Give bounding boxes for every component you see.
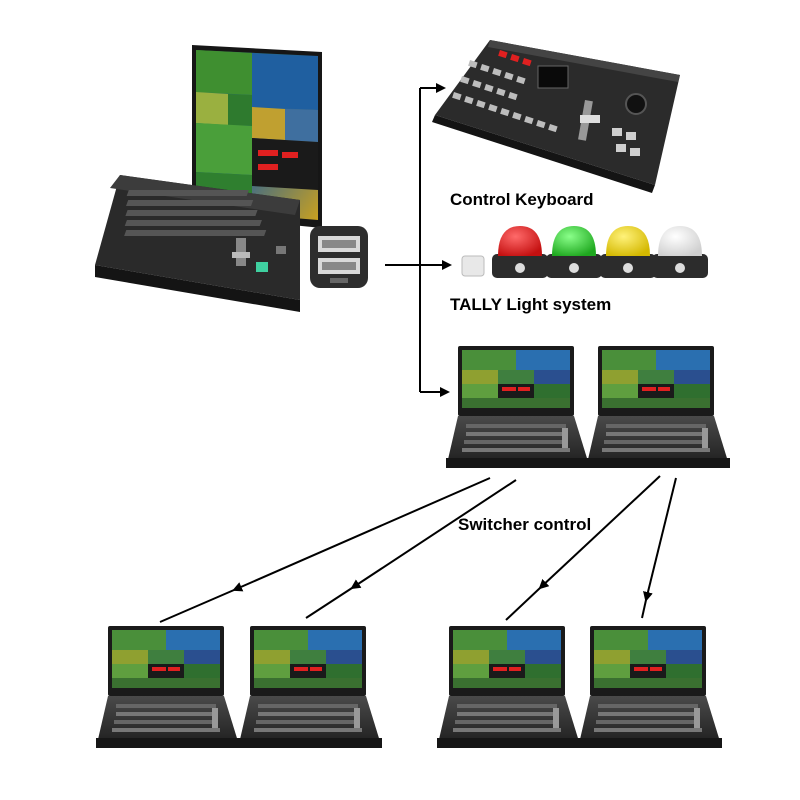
tally-light-system bbox=[461, 226, 708, 278]
connector-lines bbox=[385, 83, 452, 397]
client-switcher-l2-d bbox=[578, 626, 722, 748]
control-keyboard-device bbox=[432, 40, 680, 193]
switcher-control-arrows bbox=[159, 475, 677, 623]
client-switcher-l2-c bbox=[437, 626, 581, 748]
tally-light-yellow bbox=[600, 226, 656, 278]
client-switcher-l1-a bbox=[446, 346, 590, 468]
tally-light-red bbox=[492, 226, 548, 278]
main-switcher-laptop bbox=[95, 45, 322, 312]
client-switcher-l1-b bbox=[586, 346, 730, 468]
tally-light-green bbox=[546, 226, 602, 278]
client-switcher-l2-b bbox=[238, 626, 382, 748]
tally-light-system-label: TALLY Light system bbox=[450, 295, 612, 314]
usb-port-callout bbox=[310, 226, 368, 288]
tally-light-white bbox=[652, 226, 708, 278]
client-switcher-l2-a bbox=[96, 626, 240, 748]
control-keyboard-label: Control Keyboard bbox=[450, 190, 594, 209]
switcher-control-label: Switcher control bbox=[458, 515, 592, 534]
